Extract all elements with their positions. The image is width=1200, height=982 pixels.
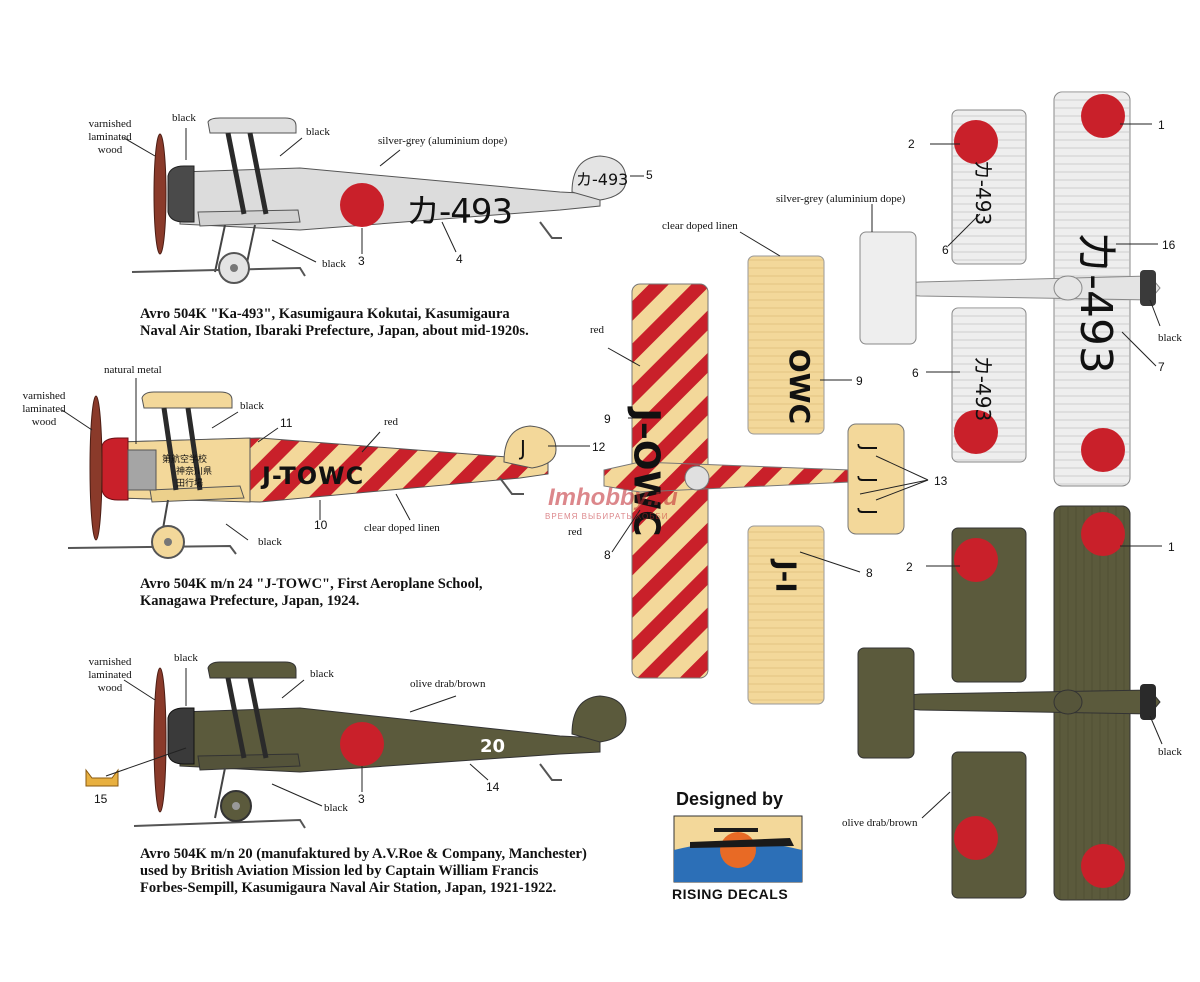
callout-1-silver: 1 — [1158, 118, 1165, 132]
callout-10: 10 — [314, 518, 328, 532]
linen-inscription-3: 田行場 — [176, 479, 204, 489]
callout-7: 7 — [1158, 360, 1165, 374]
callout-1-olive: 1 — [1168, 540, 1175, 554]
silver-tail-code: カ-493 — [576, 170, 629, 189]
olive-serial: 20 — [480, 736, 506, 757]
linen-tail-code: J — [520, 436, 526, 460]
callout-8b: 8 — [866, 566, 873, 580]
callout-9b: 9 — [856, 374, 863, 388]
sv2-undercarriage-label: black — [258, 536, 282, 548]
sv3-struts-label: black — [310, 668, 334, 680]
silver-fuselage-registration: カ-493 — [406, 192, 513, 232]
watermark-logo: Imhobby.ru — [548, 484, 678, 511]
tv-silver-label: silver-grey (aluminium dope) — [776, 193, 906, 205]
sv2-propeller-label: varnished laminated wood — [22, 390, 66, 428]
sv1-cowl-label: black — [172, 112, 196, 124]
callout-4: 4 — [456, 252, 463, 266]
callout-6b: 6 — [912, 366, 919, 380]
callout-2-silver: 2 — [908, 137, 915, 151]
sv2-struts-label: black — [240, 400, 264, 412]
rising-decals-logo — [673, 815, 803, 883]
silver-top-lower-reg-1: カ-493 — [971, 159, 996, 226]
linen-tail-letter-3: J — [856, 509, 881, 515]
callout-2-olive: 2 — [906, 560, 913, 574]
callout-12: 12 — [592, 440, 606, 454]
brand-name: RISING DECALS — [672, 886, 789, 902]
linen-inscription-2: 神奈川県 — [176, 467, 213, 477]
side-view-olive — [85, 661, 627, 829]
tv-silver-nose-label: black — [1158, 332, 1182, 344]
sv2-fabric-label: clear doped linen — [364, 522, 440, 534]
tv-linen-red-bottom: red — [568, 526, 583, 538]
caption-aircraft-2: Avro 504K m/n 24 "J-TOWC", First Aeropla… — [140, 576, 483, 609]
top-view-linen — [603, 255, 905, 705]
sv3-propeller-label: varnished laminated wood — [88, 656, 132, 694]
sv1-fuselage-label: silver-grey (aluminium dope) — [378, 135, 508, 147]
silver-top-lower-reg-2: カ-493 — [971, 355, 996, 422]
linen-top-wing-reg-upper: OWC — [783, 348, 817, 425]
callout-3: 3 — [358, 254, 365, 268]
callout-13: 13 — [934, 474, 948, 488]
callout-16: 16 — [1162, 238, 1176, 252]
callout-14: 14 — [486, 780, 500, 794]
silver-top-registration: カ-493 — [1069, 230, 1121, 374]
callout-5: 5 — [646, 168, 653, 182]
linen-tail-letter-2: J — [856, 477, 881, 483]
sv1-struts-label: black — [306, 126, 330, 138]
linen-inscription-1: 第航空学校 — [162, 455, 208, 465]
top-view-silver — [859, 91, 1161, 487]
sv2-engine-label: natural metal — [104, 364, 162, 376]
callout-8a: 8 — [604, 548, 611, 562]
callout-9a: 9 — [604, 412, 611, 426]
side-view-silver — [131, 117, 627, 284]
callout-11: 11 — [280, 416, 293, 430]
sv3-undercarriage-label: black — [324, 802, 348, 814]
linen-fuselage-registration: J-TOWC — [262, 462, 365, 490]
caption-aircraft-1: Avro 504K "Ka-493", Kasumigaura Kokutai,… — [140, 306, 529, 339]
watermark-tagline: ВРЕМЯ ВЫБИРАТЬ ХОББИ — [545, 512, 669, 521]
sv3-cowl-label: black — [174, 652, 198, 664]
linen-tail-letter-1: J — [856, 445, 881, 451]
top-view-olive — [857, 505, 1161, 901]
callout-15: 15 — [94, 792, 108, 806]
sv3-fuselage-label: olive drab/brown — [410, 678, 486, 690]
sv2-stripes-label: red — [384, 416, 399, 428]
caption-aircraft-3: Avro 504K m/n 20 (manufaktured by A.V.Ro… — [140, 846, 587, 896]
leader-lines — [61, 123, 1163, 819]
tv-linen-label: clear doped linen — [662, 220, 738, 232]
tv-linen-red-top: red — [590, 324, 605, 336]
callout-6a: 6 — [942, 243, 949, 257]
sv1-propeller-label: varnished laminated wood — [88, 118, 132, 156]
tv-olive-label: olive drab/brown — [842, 817, 918, 829]
sv1-undercarriage-label: black — [322, 258, 346, 270]
tv-olive-nose-label: black — [1158, 746, 1182, 758]
side-view-linen — [67, 391, 557, 559]
linen-top-wing-reg-lower: J-I — [769, 560, 803, 593]
designed-by-label: Designed by — [676, 789, 784, 809]
callout-3b: 3 — [358, 792, 365, 806]
